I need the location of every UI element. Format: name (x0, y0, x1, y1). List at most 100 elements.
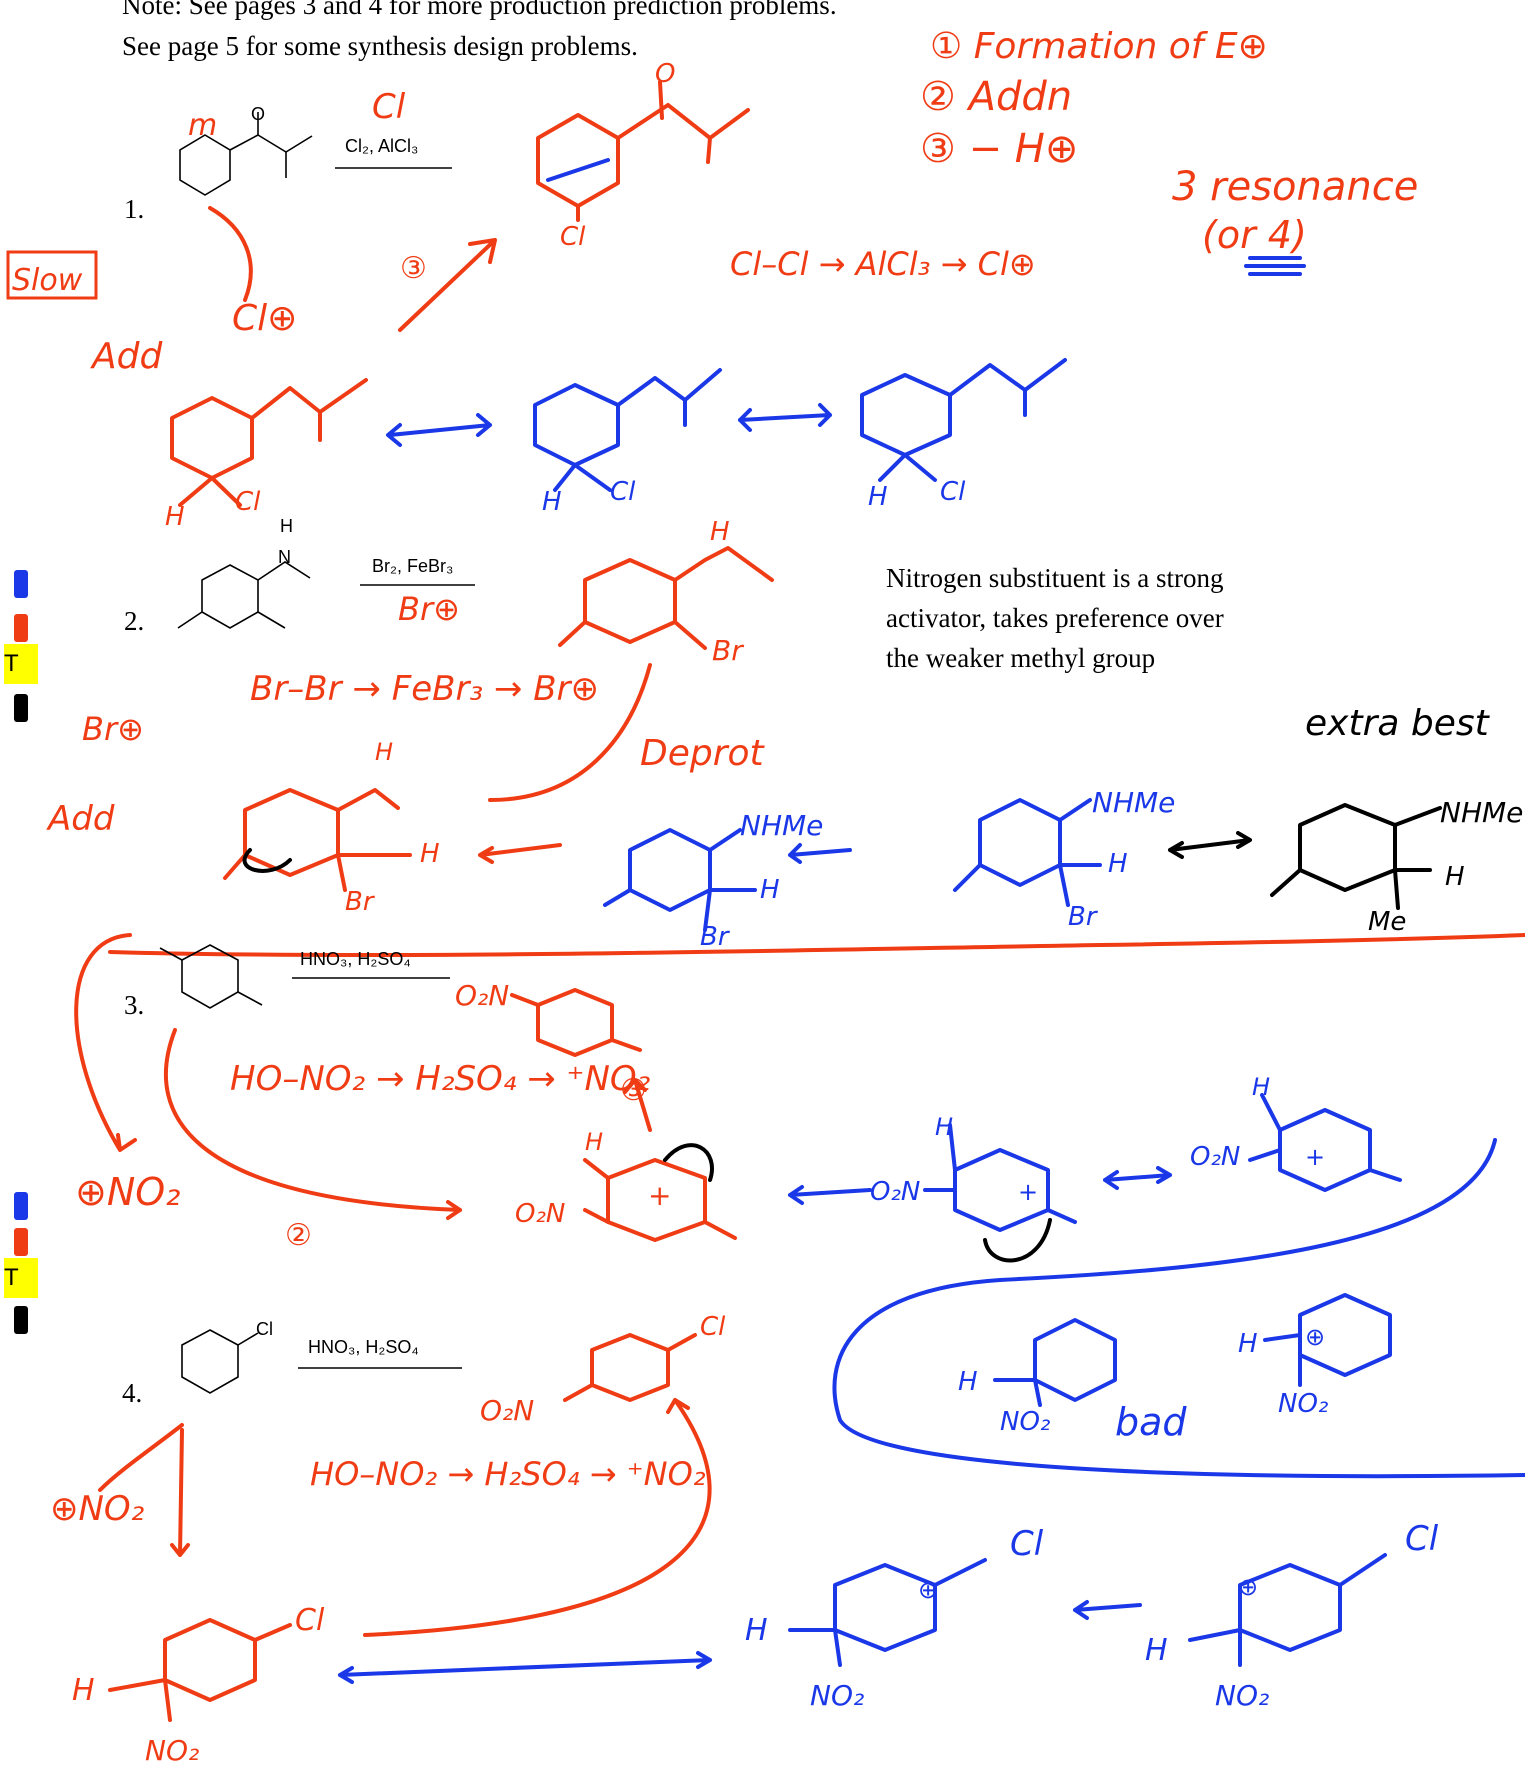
pen-black-swatch[interactable] (14, 694, 28, 722)
sigma-complex-4b: Cl H NO₂ ⊕ (745, 1524, 1044, 1712)
svg-text:H: H (375, 738, 393, 766)
svg-text:H: H (280, 516, 293, 536)
br-plus-attack: Br⊕ (82, 710, 144, 748)
addition-arrow-3 (163, 1028, 462, 1220)
problem-3-reactant (159, 944, 263, 1009)
step3-arrow-1 (398, 238, 497, 332)
svg-text:+: + (648, 1179, 671, 1212)
resonance-arrow-3a (788, 1185, 872, 1205)
svg-text:Cl: Cl (560, 222, 586, 252)
bad-structure-2: H NO₂ ⊕ (1238, 1293, 1392, 1419)
resonance-arrow-2c (1168, 831, 1252, 859)
resonance-arrow-1a (386, 413, 492, 447)
push-arrow-3b (983, 1218, 1052, 1263)
slow-box (6, 250, 98, 300)
no2-plus-3: ⊕NO₂ (75, 1170, 180, 1214)
pen-black-swatch-2[interactable] (14, 1306, 28, 1334)
svg-text:NHMe: NHMe (1092, 786, 1175, 819)
sigma-complex-2a: H H Br (223, 738, 440, 917)
problem-4-product: Cl O₂N (480, 1312, 726, 1427)
svg-text:O₂N: O₂N (1190, 1142, 1240, 1172)
problem-4-number: 4. (122, 1378, 142, 1408)
pen-blue-swatch[interactable] (14, 570, 28, 598)
svg-text:O₂N: O₂N (870, 1177, 920, 1207)
sigma-complex-4c: Cl H NO₂ ⊕ (1145, 1519, 1439, 1712)
resonance-arrow-1b (738, 403, 832, 432)
svg-text:Br: Br (345, 887, 376, 917)
push-arrow-2 (242, 848, 292, 873)
nitronium-equation-4: HO–NO₂ → H₂SO₄ → ⁺NO₂ (310, 1455, 706, 1493)
sigma-complex-2b: NHMe H Br (603, 809, 823, 952)
svg-text:H: H (1238, 1329, 1258, 1359)
extra-best-label: extra best (1305, 703, 1491, 744)
svg-text:NHMe: NHMe (1440, 796, 1523, 829)
attack-arrow-1 (208, 206, 253, 302)
sigma-complex-4a: Cl H NO₂ (72, 1603, 325, 1767)
svg-text:Cl: Cl (235, 487, 261, 517)
step3-label-1: ③ (400, 251, 427, 286)
bad-structure-1: H NO₂ (958, 1318, 1117, 1437)
deprot-arrow-3 (623, 1078, 652, 1132)
step-formation: ① Formation of E⊕ (930, 26, 1268, 67)
pen-red-swatch[interactable] (14, 614, 28, 642)
svg-text:O₂N: O₂N (480, 1394, 534, 1427)
step-deprotonation: ③ − H⊕ (920, 126, 1078, 172)
typed-note-line-2: activator, takes preference over (886, 603, 1224, 633)
resonance-arrow-2a (478, 843, 562, 864)
svg-text:Cl: Cl (700, 1312, 726, 1342)
svg-text:NO₂: NO₂ (810, 1679, 864, 1712)
svg-text:⊕: ⊕ (918, 1576, 938, 1604)
problem-2-number: 2. (124, 606, 144, 636)
sigma-complex-1b: H Cl (533, 368, 722, 517)
svg-text:NHMe: NHMe (740, 809, 823, 842)
svg-text:H: H (585, 1128, 603, 1156)
deprot-label: Deprot (640, 733, 766, 774)
cl-label-top: Cl (372, 87, 406, 127)
svg-text:H: H (935, 1113, 953, 1141)
svg-text:Br: Br (712, 634, 744, 667)
add-label-1: Add (90, 336, 163, 377)
svg-text:H: H (1252, 1073, 1270, 1101)
svg-text:NO₂: NO₂ (1278, 1389, 1328, 1419)
addition-arrow-4 (170, 1428, 190, 1557)
problem-4-reactant: Cl (181, 1319, 273, 1394)
slow-label: Slow (12, 263, 83, 298)
svg-text:H: H (165, 502, 185, 532)
step-addition: ② Addn (920, 74, 1072, 120)
svg-text:H: H (1445, 862, 1465, 892)
no2-plus-4: ⊕NO₂ (50, 1489, 145, 1529)
febr3-equation: Br–Br → FeBr₃ → Br⊕ (250, 669, 599, 709)
svg-text:O: O (251, 104, 265, 124)
step2-label-3: ② (285, 1218, 312, 1253)
bad-label: bad (1115, 1400, 1187, 1444)
sigma-complex-1c: H Cl (860, 358, 1067, 512)
text-tool[interactable]: T (4, 644, 38, 684)
svg-text:N: N (278, 547, 291, 567)
push-arrow-3 (663, 1143, 714, 1182)
typed-note-line-3: the weaker methyl group (886, 643, 1155, 673)
svg-text:⊕: ⊕ (1305, 1323, 1325, 1351)
problem-1-number: 1. (124, 194, 144, 224)
typed-note-line-1: Nitrogen substituent is a strong (886, 563, 1223, 593)
svg-text:O: O (655, 59, 675, 89)
svg-text:H: H (1145, 1633, 1168, 1668)
pen-red-swatch-2[interactable] (14, 1228, 28, 1256)
alcl3-equation: Cl–Cl → AlCl₃ → Cl⊕ (730, 245, 1036, 283)
svg-text:O₂N: O₂N (515, 1199, 565, 1229)
problem-4-reagent: HNO₃, H₂SO₄ (308, 1337, 419, 1357)
svg-text:H: H (710, 517, 730, 547)
svg-text:⊕: ⊕ (1238, 1573, 1258, 1601)
pen-blue-swatch-2[interactable] (14, 1192, 28, 1220)
problem-2-reactant: H N (177, 516, 311, 629)
resonance-alt: (or 4) (1202, 213, 1307, 257)
nitronium-equation: HO–NO₂ → H₂SO₄ → ⁺NO₂ (230, 1059, 651, 1099)
svg-text:H: H (760, 875, 780, 905)
svg-text:O₂N: O₂N (455, 979, 509, 1012)
underline-mark (1244, 256, 1306, 276)
svg-text:H: H (745, 1613, 768, 1648)
svg-text:NO₂: NO₂ (1000, 1407, 1050, 1437)
resonance-arrow-3b (1103, 1166, 1172, 1190)
resonance-arrow-4b (1073, 1600, 1142, 1620)
meta-mark: m (188, 108, 217, 143)
text-tool-2[interactable]: T (4, 1258, 38, 1298)
